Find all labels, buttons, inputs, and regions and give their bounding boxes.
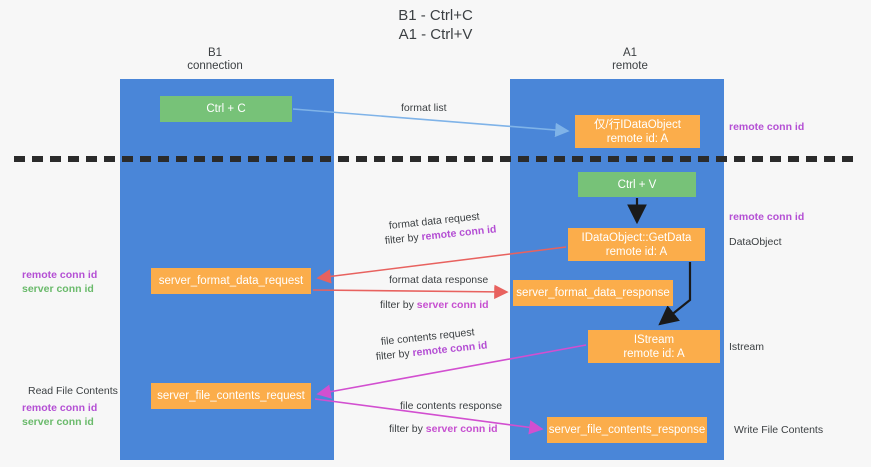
edge-label-file-contents-response-filter: filter by server conn id xyxy=(389,423,498,436)
node-server-format-data-response[interactable]: server_format_data_response xyxy=(513,280,673,306)
left-label-remote-conn-id: remote conn id xyxy=(22,269,98,281)
edge-label-format-data-response: format data response xyxy=(389,274,489,286)
filter-prefix: filter by xyxy=(375,347,414,363)
arrow-format-list xyxy=(292,108,570,138)
side-label-write-file-contents: Write File Contents xyxy=(734,424,824,436)
filter-key-server-conn-id: server conn id xyxy=(416,299,489,311)
arrow-getdata-istream xyxy=(658,262,692,326)
node-server-file-contents-response[interactable]: server_file_contents_response xyxy=(547,417,707,443)
arrow-file-contents-request xyxy=(316,344,587,399)
filter-prefix: filter by xyxy=(380,299,417,311)
dashed-divider xyxy=(14,156,859,162)
filter-key-server-conn-id: server conn id xyxy=(425,423,498,435)
column-header-b1: B1 connection xyxy=(187,47,243,72)
side-label-dataobject: DataObject xyxy=(729,236,782,248)
node-server-file-contents-request[interactable]: server_file_contents_request xyxy=(151,383,311,409)
left-label-server-conn-id: server conn id xyxy=(22,283,94,295)
node-idataobject[interactable]: 仅/行IDataObject remote id: A xyxy=(575,115,700,148)
page-title: B1 - Ctrl+C A1 - Ctrl+V xyxy=(398,7,473,43)
left-label-remote-conn-id: remote conn id xyxy=(22,402,98,414)
filter-prefix: filter by xyxy=(389,423,426,435)
arrow-file-contents-response xyxy=(314,398,544,435)
edge-label-format-list: format list xyxy=(401,102,447,114)
node-idataobject-getdata[interactable]: IDataObject::GetData remote id: A xyxy=(568,228,705,261)
edge-label-format-data-response-filter: filter by server conn id xyxy=(380,299,489,312)
left-label-server-conn-id: server conn id xyxy=(22,416,94,428)
edge-label-file-contents-response: file contents response xyxy=(400,400,503,412)
arrow-format-data-response xyxy=(312,284,509,300)
side-label-remote-conn-id-top: remote conn id xyxy=(729,121,805,133)
side-label-conn-ids-mid: remote conn id server conn id xyxy=(22,268,97,296)
node-ctrl-v[interactable]: Ctrl + V xyxy=(578,172,696,197)
column-header-a1: A1 remote xyxy=(612,47,648,72)
side-label-conn-ids-low: remote conn id server conn id xyxy=(22,401,97,429)
node-istream[interactable]: IStream remote id: A xyxy=(588,330,720,363)
node-server-format-data-request[interactable]: server_format_data_request xyxy=(151,268,311,294)
filter-prefix: filter by xyxy=(384,231,423,247)
node-ctrl-c[interactable]: Ctrl + C xyxy=(160,96,292,122)
side-label-read-file-contents: Read File Contents xyxy=(28,385,118,397)
arrow-format-data-request xyxy=(316,246,567,284)
side-label-remote-conn-id-mid: remote conn id xyxy=(729,211,805,223)
side-label-istream: Istream xyxy=(729,341,765,353)
